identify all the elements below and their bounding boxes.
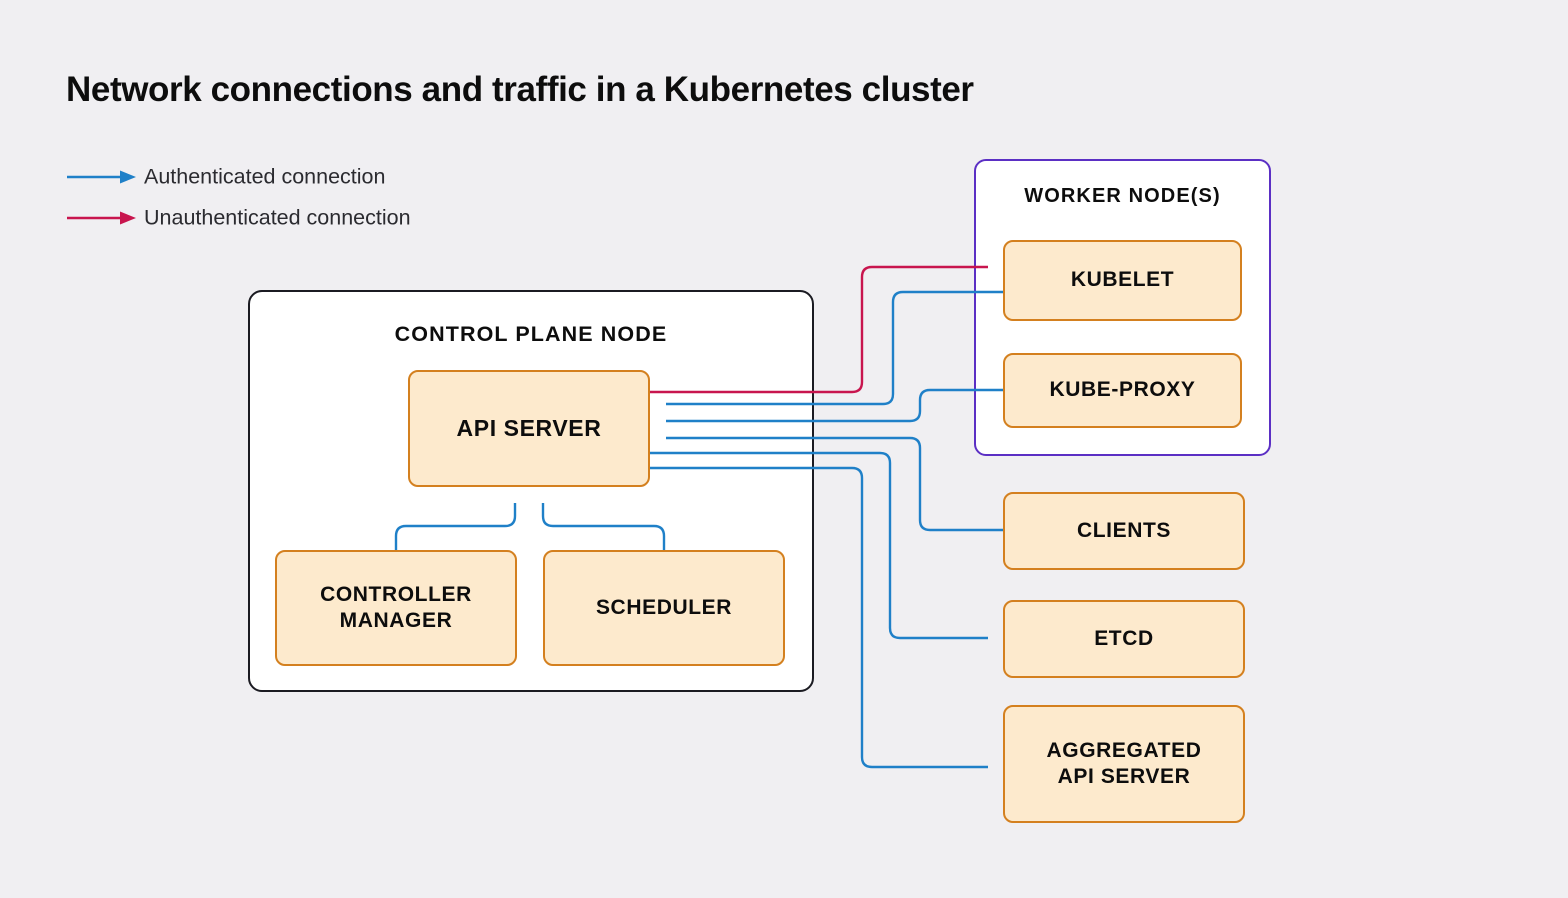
kube-proxy-box[interactable]: KUBE-PROXY: [1003, 353, 1242, 428]
kubelet-label: KUBELET: [1070, 268, 1175, 292]
clients-box[interactable]: CLIENTS: [1003, 492, 1245, 570]
legend-item-unauthenticated: Unauthenticated connection: [66, 197, 586, 238]
etcd-box[interactable]: ETCD: [1003, 600, 1245, 678]
scheduler-label: SCHEDULER: [595, 595, 733, 619]
legend: Authenticated connection Unauthenticated…: [66, 156, 586, 238]
clients-label: CLIENTS: [1076, 518, 1172, 542]
page-title: Network connections and traffic in a Kub…: [66, 70, 974, 109]
unauthenticated-arrow-icon: [67, 211, 136, 224]
aggregated-api-server-box[interactable]: AGGREGATED API SERVER: [1003, 705, 1245, 823]
controller-manager-box[interactable]: CONTROLLER MANAGER: [275, 550, 517, 666]
scheduler-box[interactable]: SCHEDULER: [543, 550, 785, 666]
api-server-box[interactable]: API SERVER: [408, 370, 650, 487]
kube-proxy-label: KUBE-PROXY: [1049, 378, 1196, 402]
controller-manager-label: CONTROLLER MANAGER: [320, 582, 472, 632]
api-server-label: API SERVER: [456, 415, 602, 442]
arrowhead-into-aggregated-api-server: [986, 760, 1002, 775]
control-plane-node-title: CONTROL PLANE NODE: [394, 322, 668, 346]
kubelet-box[interactable]: KUBELET: [1003, 240, 1242, 321]
worker-node-title: WORKER NODE(S): [1024, 185, 1221, 207]
authenticated-arrow-icon: [67, 170, 136, 183]
legend-item-authenticated: Authenticated connection: [66, 156, 586, 197]
legend-label-unauthenticated: Unauthenticated connection: [144, 205, 411, 229]
aggregated-api-server-label: AGGREGATED API SERVER: [1046, 738, 1202, 788]
legend-label-authenticated: Authenticated connection: [144, 164, 386, 188]
arrowhead-into-etcd: [986, 631, 1002, 646]
etcd-label: ETCD: [1094, 626, 1154, 650]
